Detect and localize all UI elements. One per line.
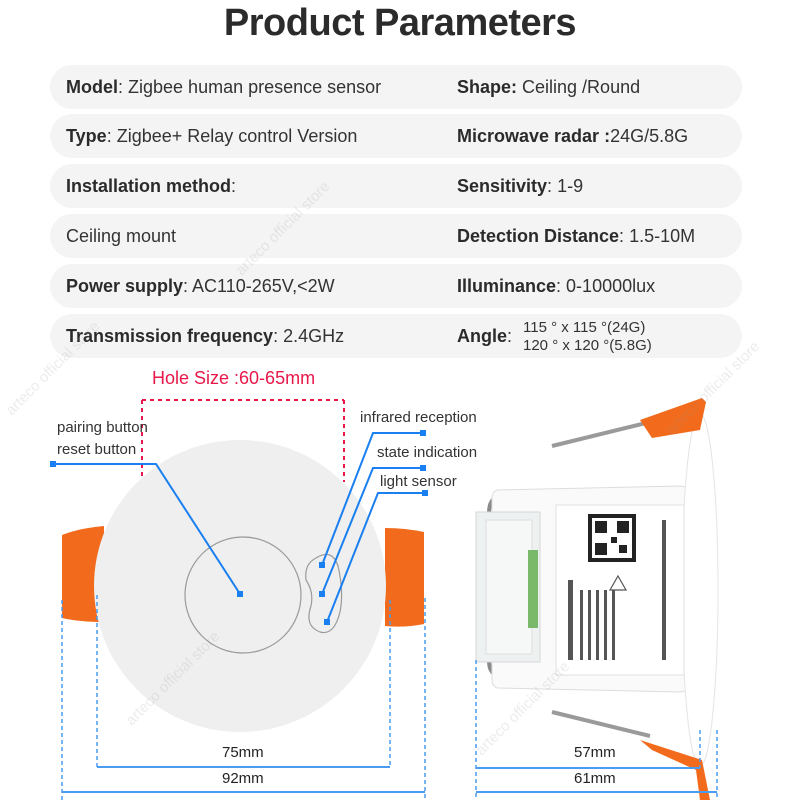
sensor-window bbox=[305, 553, 343, 634]
param-label: Type bbox=[66, 126, 107, 146]
param-detection-distance: Detection Distance: 1.5-10M bbox=[457, 214, 695, 258]
param-value: AC110-265V,<2W bbox=[192, 276, 335, 296]
param-type: Type: Zigbee+ Relay control Version bbox=[66, 114, 357, 158]
callout-markers bbox=[50, 430, 428, 625]
front-dimension-bars bbox=[62, 766, 425, 793]
side-dimension-bars bbox=[476, 767, 717, 793]
param-sep: : bbox=[231, 176, 237, 196]
param-value: Zigbee human presence sensor bbox=[128, 77, 382, 97]
param-row: Installation method: Sensitivity: 1-9 bbox=[50, 164, 742, 208]
param-label: Model bbox=[66, 77, 118, 97]
param-label: Illuminance bbox=[457, 276, 557, 296]
param-sep: : bbox=[118, 77, 129, 97]
param-sep: : bbox=[556, 276, 567, 296]
param-label: Detection Distance bbox=[457, 226, 620, 246]
param-illuminance: Illuminance: 0-10000lux bbox=[457, 264, 655, 308]
param-microwave-radar: Microwave radar :24G/5.8G bbox=[457, 114, 688, 158]
param-value: 24G/5.8G bbox=[610, 126, 689, 146]
param-row: Type: Zigbee+ Relay control Version Micr… bbox=[50, 114, 742, 158]
param-row: Power supply: AC110-265V,<2W Illuminance… bbox=[50, 264, 742, 308]
param-angle: Angle: bbox=[457, 314, 512, 358]
dimension-front-outer: 92mm bbox=[222, 770, 264, 787]
param-value: Zigbee+ Relay control Version bbox=[116, 126, 358, 146]
param-shape: Shape: Ceiling /Round bbox=[457, 65, 640, 109]
diagram-graphics bbox=[50, 398, 719, 800]
param-installation-method: Installation method: bbox=[66, 164, 236, 208]
param-value: Ceiling /Round bbox=[522, 77, 641, 97]
page-title: Product Parameters bbox=[223, 2, 577, 44]
front-clips bbox=[62, 526, 424, 627]
callout-lines bbox=[53, 432, 425, 623]
param-value: 0-10000lux bbox=[566, 276, 656, 296]
param-sep: : bbox=[507, 326, 513, 346]
product-diagram: Hole Size :60-65mm pairing button reset … bbox=[0, 360, 800, 800]
param-sep: : bbox=[106, 126, 117, 146]
param-transmission-frequency: Transmission frequency: 2.4GHz bbox=[66, 314, 344, 358]
callout-state-indication: state indication bbox=[377, 444, 478, 461]
callout-infrared-reception: infrared reception bbox=[360, 409, 477, 426]
param-label: Installation method bbox=[66, 176, 232, 196]
callout-reset-button: reset button bbox=[57, 441, 137, 458]
param-label: Power supply bbox=[66, 276, 184, 296]
param-sep: : bbox=[183, 276, 193, 296]
hole-size-label: Hole Size :60-65mm bbox=[152, 368, 316, 388]
param-label: Microwave radar : bbox=[457, 126, 611, 146]
param-label: Transmission frequency bbox=[66, 326, 274, 346]
param-label: Sensitivity bbox=[457, 176, 548, 196]
param-power-supply: Power supply: AC110-265V,<2W bbox=[66, 264, 335, 308]
callout-light-sensor: light sensor bbox=[380, 473, 457, 490]
angle-values: 115 ° x 115 °(24G) 120 ° x 120 °(5.8G) bbox=[523, 319, 652, 355]
side-dimension-lines bbox=[475, 660, 718, 800]
param-row: Transmission frequency: 2.4GHz Angle: 11… bbox=[50, 314, 742, 358]
angle-value-58g: 120 ° x 120 °(5.8G) bbox=[523, 337, 652, 354]
param-row: Ceiling mount Detection Distance: 1.5-10… bbox=[50, 214, 742, 258]
param-row: Model: Zigbee human presence sensor Shap… bbox=[50, 65, 742, 109]
param-value: 2.4GHz bbox=[283, 326, 345, 346]
param-value: 1.5-10M bbox=[629, 226, 696, 246]
param-label: Shape: bbox=[457, 77, 518, 97]
callout-pairing-button: pairing button bbox=[57, 419, 148, 436]
param-value: Ceiling mount bbox=[66, 226, 177, 246]
param-label: Angle bbox=[457, 326, 508, 346]
param-installation-value: Ceiling mount bbox=[66, 214, 176, 258]
sensor-lens-ring bbox=[184, 536, 302, 654]
param-value: 1-9 bbox=[557, 176, 584, 196]
hole-size-marker bbox=[141, 399, 345, 484]
param-sep: : bbox=[619, 226, 630, 246]
dimension-front-inner: 75mm bbox=[222, 744, 264, 761]
dimension-side-outer: 61mm bbox=[574, 770, 616, 787]
param-model: Model: Zigbee human presence sensor bbox=[66, 65, 381, 109]
sensor-front-body bbox=[94, 440, 386, 732]
param-sensitivity: Sensitivity: 1-9 bbox=[457, 164, 583, 208]
sensor-side-view bbox=[475, 398, 719, 800]
param-sep: : bbox=[273, 326, 284, 346]
front-dimension-lines bbox=[61, 595, 426, 800]
param-sep: : bbox=[547, 176, 558, 196]
angle-value-24g: 115 ° x 115 °(24G) bbox=[523, 319, 646, 336]
dimension-side-inner: 57mm bbox=[574, 744, 616, 761]
